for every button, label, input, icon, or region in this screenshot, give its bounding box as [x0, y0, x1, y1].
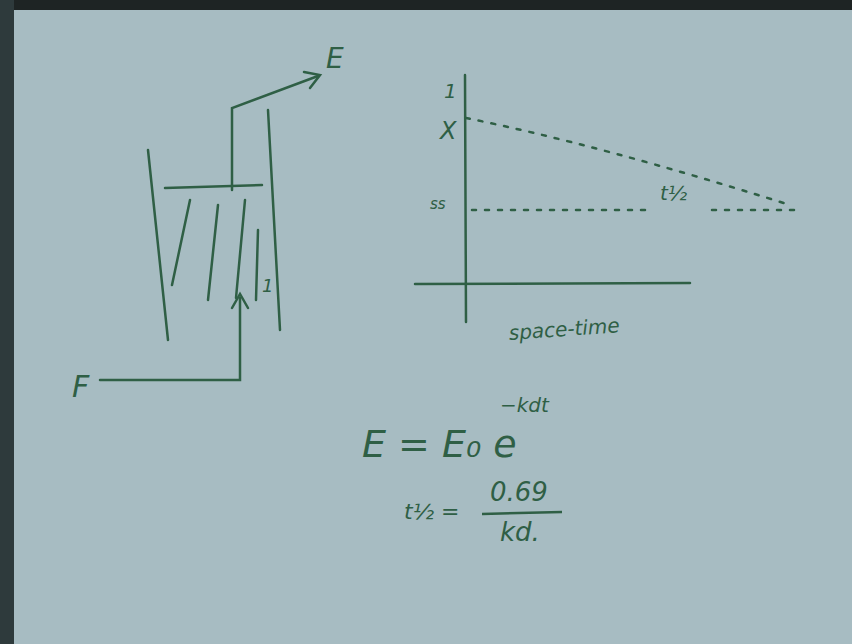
board-edge — [0, 0, 852, 10]
feed-label: F — [72, 370, 89, 403]
reactor-sketch — [100, 72, 320, 380]
fraction-bar — [482, 512, 562, 514]
axis-subscript: ss — [430, 196, 446, 213]
outlet-label: E — [326, 44, 344, 75]
fraction-numerator: 0.69 — [490, 478, 548, 507]
board-edge — [0, 0, 14, 644]
fraction-denominator: kd. — [500, 518, 540, 547]
tube-number: 1 — [262, 276, 273, 296]
graph-axes — [415, 75, 795, 322]
equation-exponent: −kdt — [500, 394, 549, 416]
equation: E = E₀ e — [362, 424, 517, 466]
axis-label: X — [440, 118, 456, 144]
axis-title: space-time — [508, 314, 620, 344]
curve-label: t½ — [660, 182, 687, 204]
equation-lhs: t½ = — [404, 500, 459, 524]
axis-tick: 1 — [444, 80, 457, 102]
